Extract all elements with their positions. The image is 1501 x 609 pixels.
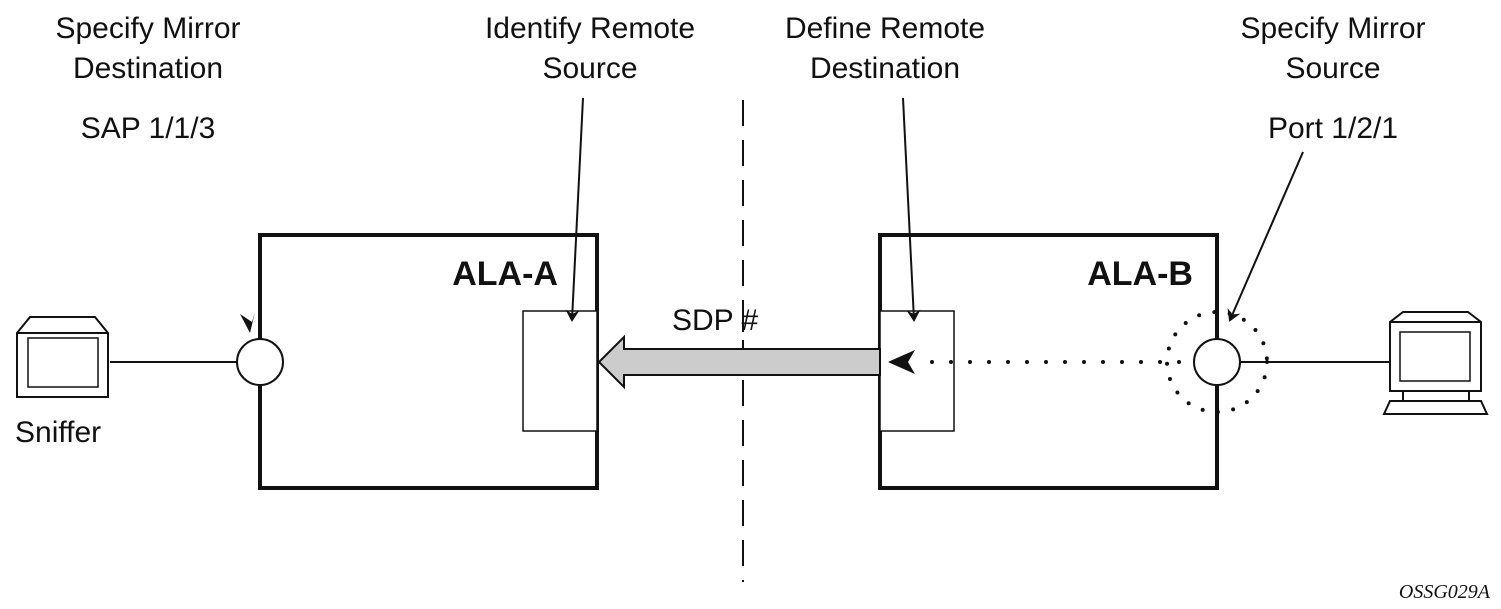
sap-label: SAP 1/1/3 xyxy=(81,112,216,145)
specify-mirror-destination-label-2: Destination xyxy=(73,52,223,85)
figure-id: OSSG029A xyxy=(1399,581,1491,603)
ala-b-label: ALA-B xyxy=(1087,255,1193,293)
ala-a-label: ALA-A xyxy=(452,255,558,293)
define-destination-pointer xyxy=(902,97,921,322)
sniffer-label: Sniffer xyxy=(15,416,101,449)
source-port-circle xyxy=(1193,338,1241,386)
define-remote-destination-label-2: Destination xyxy=(810,52,960,85)
host-computer-icon xyxy=(1382,311,1489,415)
identify-remote-source-label-2: Source xyxy=(542,52,637,85)
sap-port-circle xyxy=(236,338,284,386)
define-remote-destination-label: Define Remote xyxy=(785,12,985,45)
sap-arrowhead xyxy=(240,312,255,333)
sdp-tunnel-arrow xyxy=(597,334,881,390)
remote-destination-box xyxy=(879,310,955,432)
mirror-path-arrowhead xyxy=(888,350,915,374)
specify-mirror-source-label-2: Source xyxy=(1285,52,1380,85)
specify-mirror-destination-label: Specify Mirror xyxy=(55,12,240,45)
remote-source-box xyxy=(522,310,598,432)
sniffer-icon xyxy=(16,316,109,398)
identify-remote-source-label: Identify Remote xyxy=(485,12,695,45)
identify-source-pointer xyxy=(565,97,584,322)
specify-mirror-source-label: Specify Mirror xyxy=(1240,12,1425,45)
port-label: Port 1/2/1 xyxy=(1268,112,1398,145)
sdp-label: SDP # xyxy=(672,304,758,337)
mirror-source-pointer xyxy=(1227,151,1304,322)
